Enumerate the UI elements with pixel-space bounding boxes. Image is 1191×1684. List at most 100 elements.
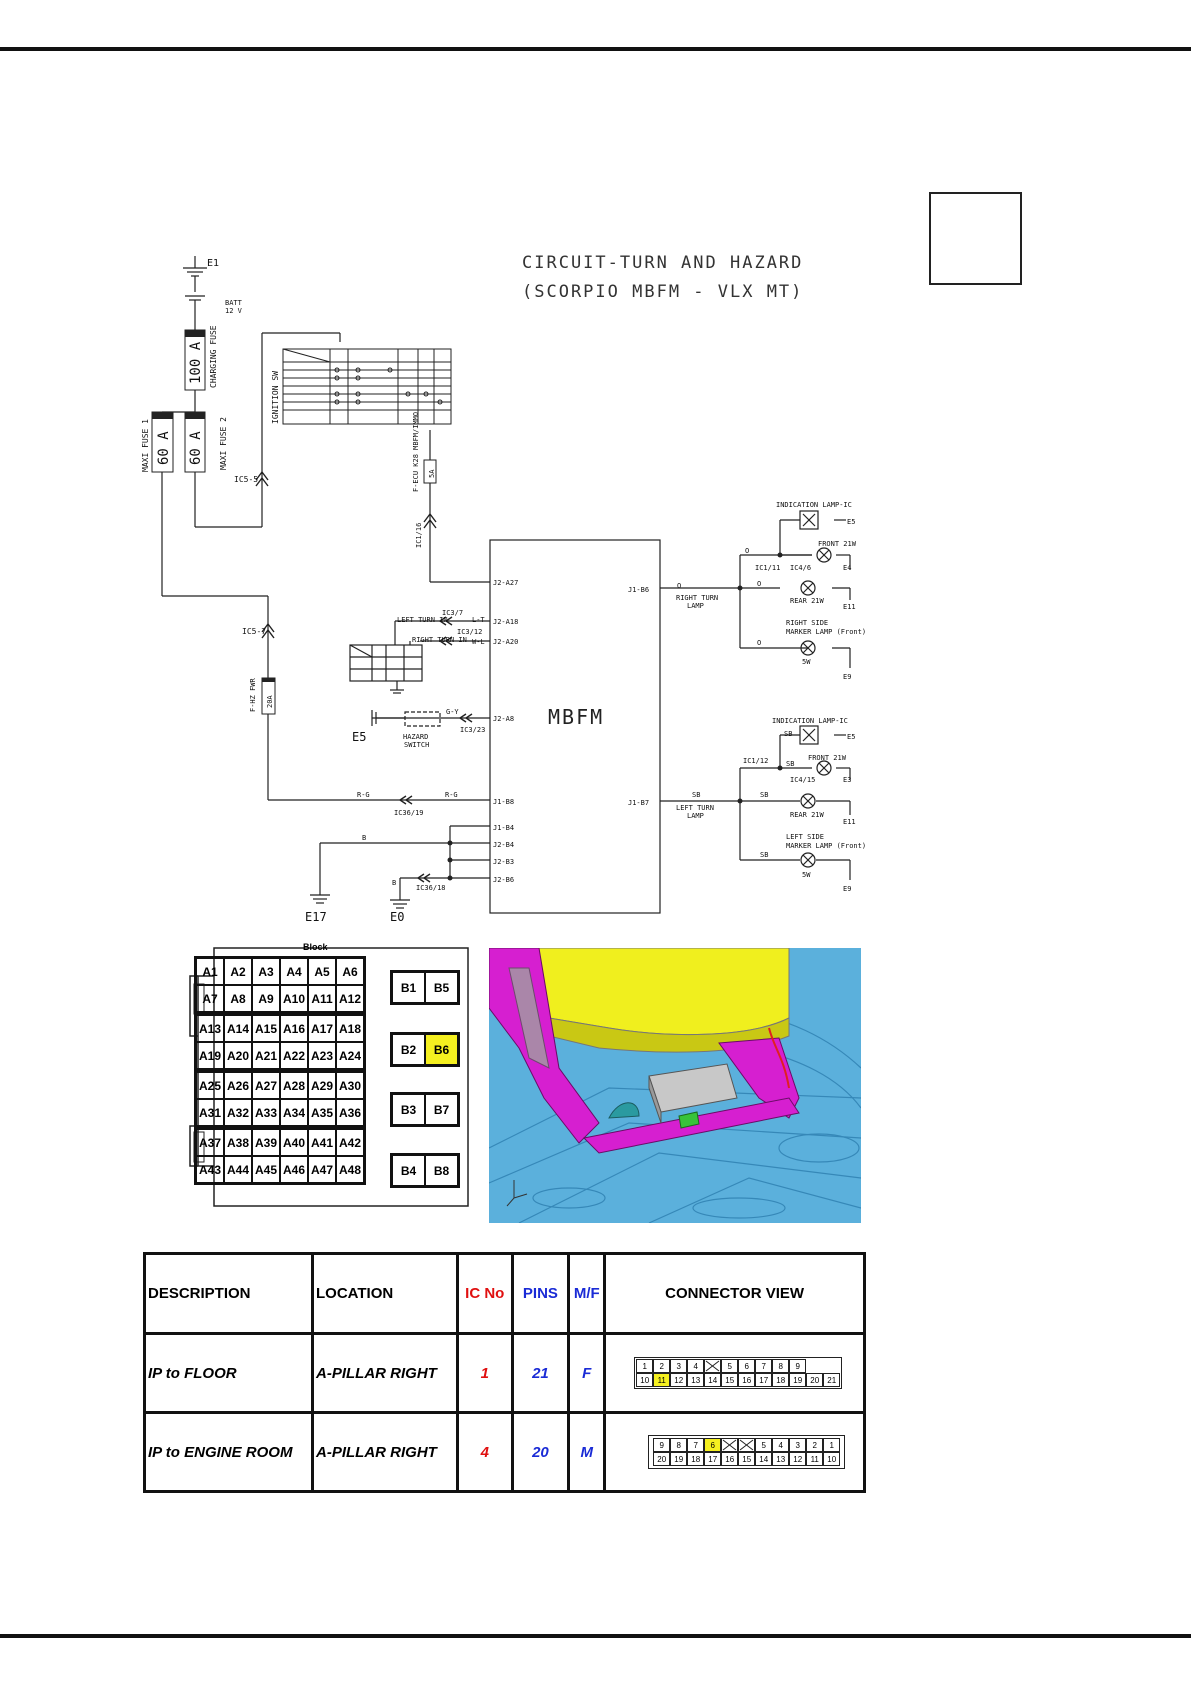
block-pin-cell: A6 bbox=[336, 958, 364, 985]
wire-o-3: O bbox=[757, 580, 761, 588]
left-marker-1: LEFT SIDE bbox=[786, 833, 824, 841]
block-pin-cell: A41 bbox=[308, 1129, 336, 1156]
page-number-box bbox=[929, 192, 1022, 285]
top-rule bbox=[0, 47, 1191, 51]
connector-pin: 17 bbox=[755, 1373, 773, 1387]
wire-wl-label: W-L bbox=[472, 638, 485, 646]
ic1-16-label: IC1/16 bbox=[415, 523, 423, 548]
block-pin-cell: B1 bbox=[392, 972, 425, 1003]
block-pin-cell: A26 bbox=[224, 1072, 252, 1099]
connector-pin: 8 bbox=[772, 1359, 790, 1373]
e3-label: E3 bbox=[843, 776, 851, 784]
wire-b2-label: B bbox=[392, 879, 396, 887]
connector-pin: 11 bbox=[653, 1373, 671, 1387]
connector-pin bbox=[721, 1438, 739, 1452]
block-pin-cell: A18 bbox=[336, 1015, 364, 1042]
connector-pin: 16 bbox=[721, 1452, 739, 1466]
block-pin-cell: A28 bbox=[280, 1072, 308, 1099]
connector-pin: 3 bbox=[789, 1438, 807, 1452]
block-pin-cell: A37 bbox=[196, 1129, 224, 1156]
block-pin-cell: A32 bbox=[224, 1099, 252, 1126]
block-pin-cell: A40 bbox=[280, 1129, 308, 1156]
connector-pin: 2 bbox=[806, 1438, 824, 1452]
block-pin-cell: B6 bbox=[425, 1034, 458, 1065]
connector-pin bbox=[704, 1359, 722, 1373]
maxi-fuse-1: 60 A bbox=[151, 411, 174, 473]
block-pin-cell: A7 bbox=[196, 985, 224, 1012]
wire-sb-1: SB bbox=[692, 791, 700, 799]
connector-pin: 10 bbox=[636, 1373, 654, 1387]
indication-lamp-left: INDICATION LAMP-IC bbox=[772, 717, 848, 725]
block-pin-cell: A27 bbox=[252, 1072, 280, 1099]
right-turn-lamp-2: LAMP bbox=[687, 602, 704, 610]
connector-pin: 15 bbox=[738, 1452, 756, 1466]
connector-pin: 1 bbox=[636, 1359, 654, 1373]
block-pin-cell: B4 bbox=[392, 1155, 425, 1186]
pin-j2-a8: J2-A8 bbox=[493, 715, 514, 723]
pin-j2-a20: J2-A20 bbox=[493, 638, 518, 646]
block-pin-cell: A5 bbox=[308, 958, 336, 985]
block-pin-cell: A25 bbox=[196, 1072, 224, 1099]
ground-e1: E1 bbox=[207, 258, 219, 269]
wire-sb-5: SB bbox=[784, 730, 792, 738]
block-pin-cell: A31 bbox=[196, 1099, 224, 1126]
row-pins: 20 bbox=[510, 1411, 571, 1493]
power-wiring bbox=[161, 332, 490, 801]
block-pin-cell: A14 bbox=[224, 1015, 252, 1042]
ic3-23-label: IC3/23 bbox=[460, 726, 485, 734]
connector-pin: 21 bbox=[823, 1373, 841, 1387]
block-pin-cell: B2 bbox=[392, 1034, 425, 1065]
e11-right: E11 bbox=[843, 603, 856, 611]
pin-j2-b4: J2-B4 bbox=[493, 841, 514, 849]
connector-pin: 19 bbox=[789, 1373, 807, 1387]
wire-b-label: B bbox=[362, 834, 366, 842]
connector-pin: 7 bbox=[755, 1359, 773, 1373]
fhz-fuse-rating: 20A bbox=[266, 695, 274, 708]
ic5-7-label: IC5-7 bbox=[242, 627, 266, 636]
w5-left: 5W bbox=[802, 871, 811, 879]
right-turn-in-label: RIGHT TURN IN bbox=[412, 636, 467, 644]
ic4-15-label: IC4/15 bbox=[790, 776, 815, 784]
connector-pin: 7 bbox=[687, 1438, 705, 1452]
maxi-fuse-2: 60 A bbox=[184, 411, 206, 473]
connector-pin: 4 bbox=[772, 1438, 790, 1452]
connector-pin: 5 bbox=[755, 1438, 773, 1452]
rear-21w-left: REAR 21W bbox=[790, 811, 825, 819]
ic1-11-label: IC1/11 bbox=[755, 564, 780, 572]
block-pin-cell: A44 bbox=[224, 1156, 252, 1183]
fecu-fuse-rating: 5A bbox=[428, 469, 436, 478]
block-pin-cell: A3 bbox=[252, 958, 280, 985]
connector-pin: 13 bbox=[687, 1373, 705, 1387]
batt-label: BATT bbox=[225, 299, 243, 307]
bottom-rule bbox=[0, 1634, 1191, 1638]
w5-right: 5W bbox=[802, 658, 811, 666]
row-description: IP to ENGINE ROOM bbox=[142, 1411, 315, 1493]
wire-o-1: O bbox=[677, 582, 681, 590]
e9-right: E9 bbox=[843, 673, 851, 681]
circuit-schematic: CIRCUIT-TURN AND HAZARD (SCORPIO MBFM - … bbox=[141, 253, 866, 924]
e11-left: E11 bbox=[843, 818, 856, 826]
module-location-render bbox=[489, 948, 861, 1223]
connector-pin: 13 bbox=[772, 1452, 790, 1466]
connector-pin: 5 bbox=[721, 1359, 739, 1373]
connector-pin: 19 bbox=[670, 1452, 688, 1466]
left-turn-in-label: LEFT TURN IN bbox=[397, 616, 448, 624]
block-pin-cell: A21 bbox=[252, 1042, 280, 1069]
row-ic-no: 1 bbox=[456, 1332, 514, 1414]
row-mf: M bbox=[567, 1411, 607, 1493]
block-pin-cell: A39 bbox=[252, 1129, 280, 1156]
header-location: LOCATION bbox=[311, 1252, 459, 1335]
diagram-subtitle: (SCORPIO MBFM - VLX MT) bbox=[522, 282, 803, 302]
e5-left: E5 bbox=[847, 733, 855, 741]
block-pin-cell: A12 bbox=[336, 985, 364, 1012]
wire-lt-label: L-T bbox=[472, 616, 485, 624]
block-pin-cell: A1 bbox=[196, 958, 224, 985]
e4-label: E4 bbox=[843, 564, 851, 572]
